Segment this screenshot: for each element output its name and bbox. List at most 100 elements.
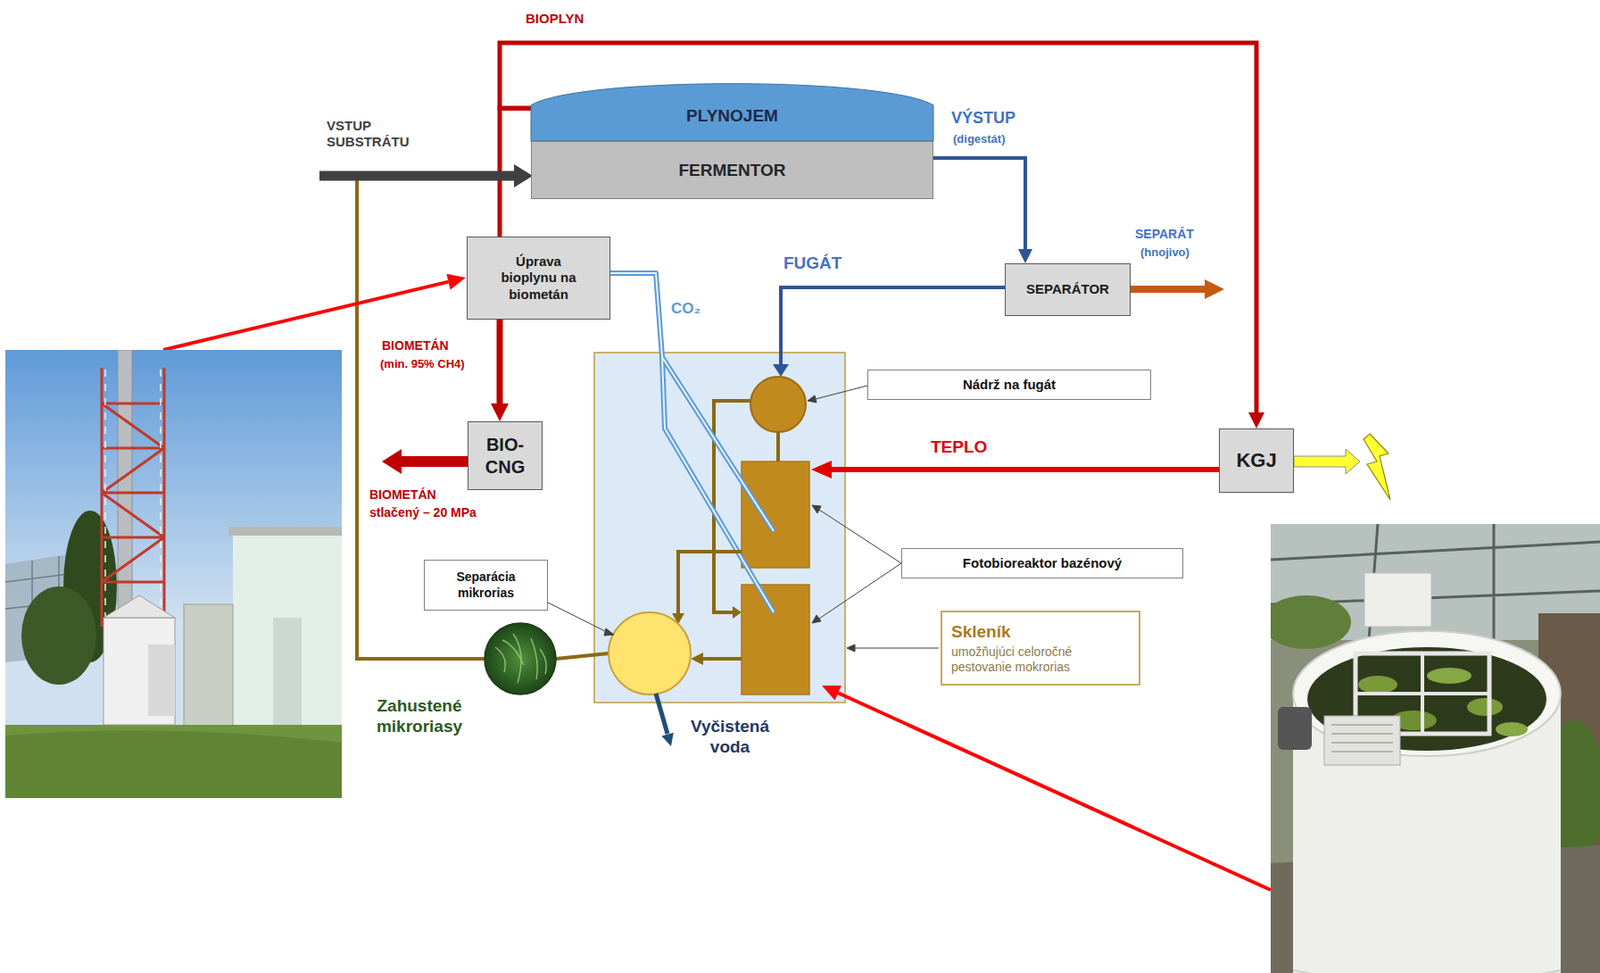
upgrading-unit-photo [103, 617, 175, 725]
reactor-to-separation-pipes [703, 656, 742, 661]
fugate-line [772, 364, 789, 377]
fermenter-tank: FERMENTOR [530, 140, 934, 199]
upgrading-unit-photo [148, 644, 175, 716]
pool-photobioreactor-photo [1270, 523, 1600, 973]
flow-label: (digestát) [953, 132, 1006, 147]
callout-leader [807, 395, 817, 403]
photobioreactor [741, 461, 810, 568]
algae-separator [608, 612, 691, 695]
photo-pointer-arrow [837, 692, 1271, 890]
fugate-tank [750, 376, 806, 432]
process-box: SEPARÁTOR [1004, 263, 1131, 316]
node-note: umožňujúci celoročné pestovanie mokroria… [951, 644, 1130, 675]
flow-label: TEPLO [930, 437, 987, 458]
upgrading-unit-photo [183, 604, 233, 738]
fugate-tank [750, 376, 806, 432]
flow-connector [497, 319, 504, 407]
pool-photobioreactor-photo [1467, 697, 1503, 716]
node-label: Nádrž na fugát [875, 376, 1144, 393]
fugate-line [772, 287, 1005, 377]
compressed-biomethane-arrow [399, 455, 468, 467]
callout-leader [815, 385, 868, 399]
node-label: Zahustené mikroriasy [361, 695, 478, 737]
pool-photobioreactor-photo [1293, 969, 1561, 973]
connector-label: BIOMETÁN [381, 338, 449, 354]
reactor-to-separation-pipes [690, 652, 704, 665]
callout-leader [812, 505, 821, 514]
pool-photobioreactor-photo [1495, 721, 1528, 737]
clean-water-arrow [661, 732, 673, 747]
pool-photobioreactor-photo [1364, 572, 1432, 627]
separate-arrow [1130, 279, 1225, 299]
process-box: KGJ [1218, 428, 1294, 493]
pool-photobioreactor-photo [1426, 667, 1472, 684]
electricity-symbol [1293, 448, 1360, 474]
process-box: Úprava bioplynu na biometán [466, 236, 611, 320]
photo-pointer-arrow [446, 273, 466, 291]
node-label: KGJ [1225, 448, 1288, 473]
flow-label: SEPARÁT [1135, 226, 1194, 242]
callout-box: Nádrž na fugát [867, 369, 1152, 400]
pool-photobioreactor-photo [1270, 523, 1600, 973]
co2-pipe [610, 273, 774, 613]
flow-label: BIOMETÁN [369, 487, 437, 503]
callout-leader [854, 647, 939, 649]
electricity-symbol [1363, 433, 1391, 500]
callout-box: Fotobioreaktor bazénový [901, 547, 1184, 579]
upgrading-unit-photo [105, 369, 161, 625]
substrate-arrow [319, 164, 533, 188]
greenhouse-region [594, 352, 846, 703]
flow-connector [933, 157, 1026, 252]
node-label: PLYNOJEM [539, 105, 925, 126]
upgrading-unit-photo [5, 349, 342, 798]
callout-leader [846, 644, 855, 652]
callout-box: Skleníkumožňujúci celoročné pestovanie m… [940, 610, 1141, 686]
clean-water-arrow [655, 693, 668, 734]
callout-leader [819, 563, 902, 619]
node-label: Fotobioreaktor bazénový [909, 555, 1176, 572]
compressed-biomethane-arrow [381, 448, 402, 474]
callout-leader [547, 385, 939, 652]
reactor-to-separation-pipes [678, 551, 742, 614]
pool-photobioreactor-photo [1331, 724, 1393, 752]
heat-arrow [829, 466, 1219, 473]
upgrading-unit-photo [232, 532, 342, 756]
upgrading-unit-photo [5, 724, 342, 798]
process-box: BIO- CNG [467, 421, 543, 490]
substrate-arrow [513, 164, 533, 188]
callout-leader [547, 602, 607, 632]
upgrading-unit-photo [228, 526, 342, 536]
pool-photobioreactor-photo [1324, 715, 1401, 765]
upgrading-unit-photo [21, 586, 97, 685]
algae-separator [608, 612, 691, 695]
tank-and-reactor-pipes [776, 431, 780, 462]
flow-label: stlačený – 20 MPa [369, 505, 477, 521]
node-label: SEPARÁTOR [1012, 281, 1123, 298]
heat-arrow [811, 460, 832, 479]
photo-pointer-arrow [821, 685, 842, 701]
upgrading-unit-photo [5, 349, 342, 798]
connector-label: BIOPLYN [525, 10, 584, 27]
fugate-line [780, 287, 1005, 366]
reactor-to-separation-pipes [555, 653, 609, 659]
upgrading-unit-photo [103, 595, 175, 618]
flow-label: VSTUP SUBSTRÁTU [326, 117, 434, 150]
algae-circle [484, 622, 556, 695]
flow-label: Vyčistená voda [680, 716, 780, 758]
gas-holder-dome: PLYNOJEM [530, 81, 934, 141]
callout-leader [819, 509, 902, 564]
photobioreactor [741, 584, 810, 695]
upgrading-unit-photo [101, 367, 165, 627]
co2-pipe [610, 273, 774, 613]
upgrading-unit-photo [5, 730, 342, 798]
pool-photobioreactor-photo [1358, 675, 1398, 694]
algae-concentrate: Zahustené mikroriasy [361, 620, 576, 741]
flow-label: (hnojivo) [1140, 245, 1190, 260]
dome-outline [530, 83, 934, 141]
node-label: Separácia mikrorias [435, 569, 537, 600]
node-label: BIO- CNG [472, 433, 539, 478]
callout-leader [604, 628, 614, 636]
upgrading-unit-photo [273, 617, 302, 730]
callout-leader [812, 614, 821, 623]
